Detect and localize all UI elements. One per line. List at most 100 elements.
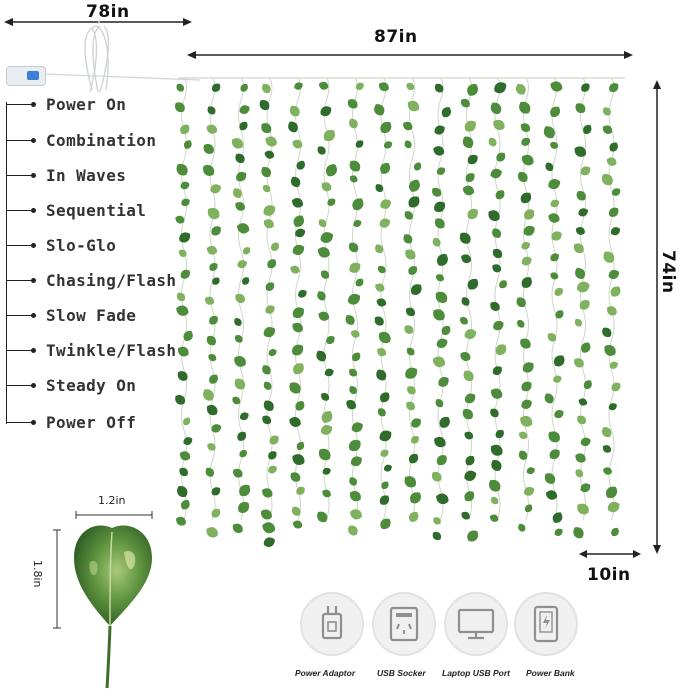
leaf-width-bracket bbox=[75, 511, 153, 519]
ivy-leaf bbox=[175, 102, 185, 113]
ivy-leaf bbox=[263, 205, 276, 216]
ivy-leaf bbox=[177, 371, 188, 381]
ivy-leaf bbox=[495, 190, 505, 200]
ivy-leaf bbox=[492, 264, 502, 273]
ivy-leaf bbox=[296, 160, 305, 170]
ivy-leaf bbox=[601, 174, 613, 186]
ivy-strand bbox=[374, 77, 393, 530]
ivy-leaf bbox=[180, 500, 190, 510]
ivy-strand bbox=[431, 77, 451, 541]
ivy-leaf bbox=[347, 99, 358, 109]
ivy-leaf bbox=[518, 523, 526, 532]
ivy-leaf bbox=[462, 185, 475, 196]
ivy-leaf bbox=[203, 144, 214, 154]
ivy-leaf bbox=[520, 123, 531, 132]
ivy-leaf bbox=[263, 219, 274, 229]
ivy-strand bbox=[488, 77, 507, 522]
ivy-leaf bbox=[324, 368, 334, 377]
ivy-leaf bbox=[602, 427, 612, 438]
ivy-leaf bbox=[291, 506, 301, 516]
ivy-leaf bbox=[355, 140, 364, 148]
ivy-leaf bbox=[611, 382, 621, 392]
ivy-leaf bbox=[579, 300, 590, 310]
ivy-leaf bbox=[550, 199, 560, 208]
ivy-leaf bbox=[377, 347, 387, 357]
ivy-leaf bbox=[495, 429, 504, 439]
ivy-leaf bbox=[207, 443, 216, 451]
ivy-leaf bbox=[321, 411, 333, 423]
ivy-leaf bbox=[242, 277, 250, 285]
ivy-leaf bbox=[520, 415, 533, 427]
ivy-leaf bbox=[493, 320, 504, 331]
ivy-leaf bbox=[550, 81, 563, 92]
ivy-leaf bbox=[292, 139, 303, 149]
ivy-leaf bbox=[211, 424, 222, 433]
ivy-leaf bbox=[411, 418, 421, 428]
ivy-leaf bbox=[288, 121, 298, 133]
ivy-leaf bbox=[488, 137, 497, 147]
ivy-leaf bbox=[235, 293, 245, 304]
leaf-height-label: 1.8in bbox=[31, 560, 44, 588]
ivy-leaf bbox=[548, 179, 561, 190]
ivy-leaf bbox=[176, 516, 186, 526]
ivy-leaf bbox=[602, 445, 612, 453]
power-bank-icon bbox=[514, 592, 578, 656]
ivy-leaf bbox=[555, 310, 564, 319]
ivy-leaf bbox=[437, 254, 448, 266]
ivy-leaf bbox=[349, 262, 361, 273]
ivy-leaf bbox=[490, 301, 500, 311]
ivy-leaf bbox=[441, 107, 451, 118]
ivy-leaf bbox=[493, 119, 505, 131]
ivy-leaf bbox=[436, 493, 449, 505]
ivy-leaf bbox=[550, 272, 559, 280]
ivy-leaf bbox=[574, 358, 584, 368]
ivy-leaf bbox=[240, 412, 249, 421]
ivy-leaf bbox=[499, 280, 507, 289]
ivy-leaf bbox=[235, 201, 245, 211]
ivy-leaf bbox=[326, 164, 337, 177]
ivy-leaf bbox=[413, 162, 422, 171]
ivy-strand bbox=[203, 77, 222, 538]
ivy-leaf bbox=[379, 495, 389, 505]
ivy-leaf bbox=[577, 415, 586, 425]
ivy-leaf bbox=[318, 311, 330, 321]
ivy-leaf bbox=[606, 157, 617, 166]
ivy-leaf bbox=[490, 102, 502, 114]
ivy-leaf bbox=[239, 484, 251, 497]
ivy-leaf bbox=[345, 315, 355, 325]
strand-spacing-label: 10in bbox=[587, 565, 631, 585]
ivy-leaf bbox=[355, 278, 364, 287]
laptop-usb-port-label: Laptop USB Port bbox=[442, 668, 510, 678]
ivy-leaf bbox=[349, 118, 358, 129]
leaf-height-bracket bbox=[53, 529, 61, 629]
ivy-leaf bbox=[464, 120, 476, 132]
ivy-leaf bbox=[296, 441, 305, 451]
ivy-leaf bbox=[317, 291, 326, 301]
ivy-leaf bbox=[379, 392, 390, 403]
ivy-leaf bbox=[292, 307, 304, 319]
mode-item: Combination bbox=[46, 131, 157, 150]
ivy-leaf bbox=[239, 105, 250, 114]
ivy-leaf bbox=[353, 220, 362, 227]
ivy-leaf bbox=[208, 354, 217, 362]
ivy-leaf bbox=[206, 245, 218, 255]
width-label: 87in bbox=[374, 27, 418, 47]
ivy-leaf bbox=[206, 405, 218, 416]
cable-length-label: 78in bbox=[86, 2, 130, 22]
strand-spacing-arrow bbox=[579, 550, 641, 558]
ivy-leaf bbox=[381, 481, 389, 490]
ivy-leaf bbox=[179, 249, 187, 257]
ivy-leaf bbox=[268, 465, 277, 474]
ivy-leaf bbox=[434, 436, 446, 448]
ivy-leaf bbox=[380, 199, 391, 209]
ivy-leaf bbox=[377, 265, 386, 274]
ivy-leaf bbox=[605, 486, 618, 499]
ivy-leaf bbox=[608, 269, 620, 280]
ivy-leaf bbox=[233, 468, 243, 478]
ivy-leaf bbox=[212, 277, 220, 285]
ivy-leaf bbox=[406, 82, 415, 91]
ivy-leaf bbox=[580, 166, 591, 176]
ivy-leaf bbox=[545, 162, 554, 171]
ivy-leaf bbox=[488, 210, 500, 222]
ivy-leaf bbox=[375, 283, 385, 292]
